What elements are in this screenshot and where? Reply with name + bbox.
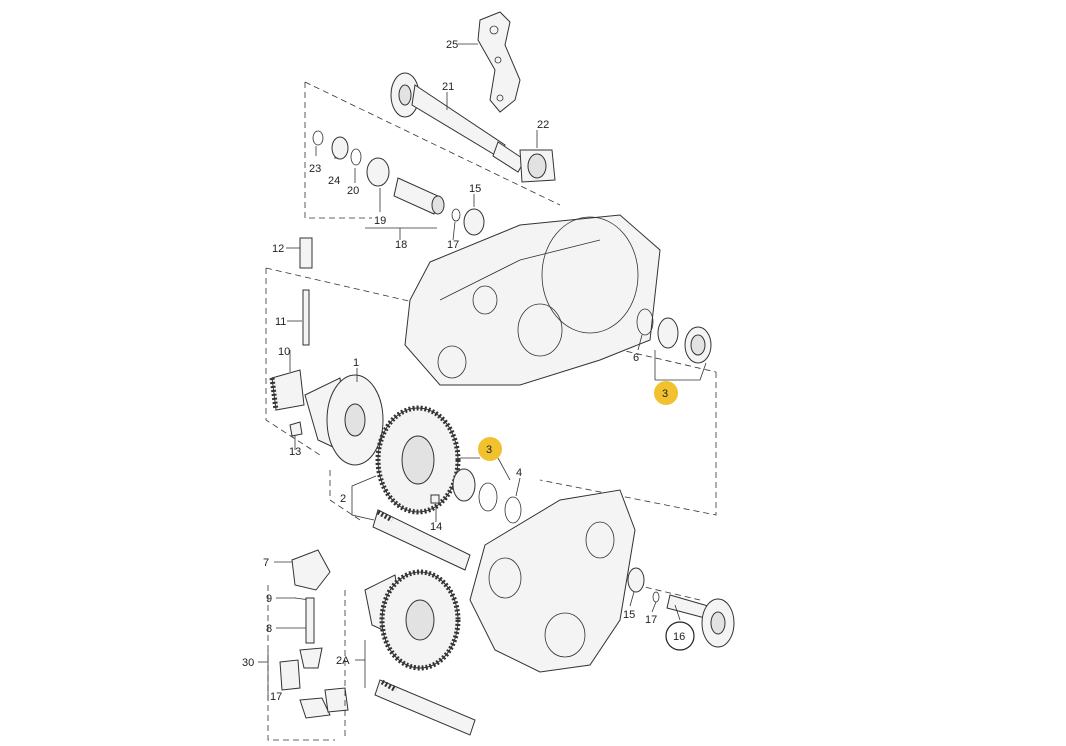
seal-part-15b	[627, 567, 645, 593]
gear-part-17b	[279, 659, 301, 691]
gear-part-30	[299, 647, 323, 669]
label-3-right: 3	[662, 388, 668, 400]
label-13: 13	[289, 446, 301, 458]
race-part-19	[366, 157, 390, 187]
race-part-3b	[478, 482, 498, 512]
label-17-lower: 17	[270, 691, 282, 703]
label-21: 21	[442, 81, 454, 93]
label-30: 30	[242, 657, 254, 669]
assembly-guide-lines	[265, 81, 717, 601]
circlip-part-17c	[652, 591, 660, 603]
label-22: 22	[537, 119, 549, 131]
ring-part-20	[350, 148, 362, 166]
pin-part-8	[305, 597, 315, 644]
differential-internals	[267, 549, 349, 741]
flange-part-22	[519, 149, 556, 183]
upper-small-parts	[312, 130, 485, 236]
label-9: 9	[266, 593, 272, 605]
label-16: 16	[673, 631, 685, 643]
circle-marker-16	[665, 621, 695, 651]
label-17-right: 17	[645, 614, 657, 626]
label-25: 25	[446, 39, 458, 51]
label-1: 1	[353, 357, 359, 369]
bearing-part-3b	[452, 468, 476, 502]
differential-part-2a	[344, 569, 476, 740]
drive-shaft-part-21	[390, 72, 526, 173]
label-23: 23	[309, 163, 321, 175]
label-15-upper: 15	[469, 183, 481, 195]
label-19: 19	[374, 215, 386, 227]
leader-lines	[258, 43, 707, 700]
label-3-center: 3	[486, 444, 492, 456]
bracket-part-25	[477, 11, 521, 113]
flange-shaft-part-16	[666, 594, 735, 648]
shim-part-4	[504, 496, 522, 524]
right-bearing-parts	[636, 308, 712, 364]
seal-part-15a	[463, 208, 485, 236]
label-2: 2	[340, 493, 346, 505]
gear-part-10	[271, 369, 305, 411]
shim-part-6	[636, 308, 654, 336]
lower-housing	[469, 489, 660, 673]
nut-part-14	[430, 494, 440, 504]
race-part-3a	[657, 317, 679, 349]
label-6: 6	[633, 352, 639, 364]
highlight-marker-3-center	[478, 437, 502, 461]
label-14: 14	[430, 521, 442, 533]
label-20: 20	[347, 185, 359, 197]
circlip-part-23	[312, 130, 324, 146]
label-2a: 2A	[336, 655, 350, 667]
transmission-housing	[404, 214, 661, 386]
shaft-part-18	[393, 177, 439, 215]
housing-part-7	[291, 549, 331, 591]
label-17-upper: 17	[447, 239, 459, 251]
bolt-part-13	[289, 421, 303, 437]
label-12: 12	[272, 243, 284, 255]
label-8: 8	[266, 623, 272, 635]
speedometer-drive-parts	[269, 237, 313, 411]
pinion-shaft-part-2	[372, 509, 471, 571]
sensor-part-12	[299, 237, 313, 269]
label-15-lower: 15	[623, 609, 635, 621]
spindle-part-11	[302, 289, 310, 346]
label-7: 7	[263, 557, 269, 569]
highlight-marker-3-right	[654, 381, 678, 405]
circlip-part-17a	[451, 208, 461, 222]
label-24: 24	[328, 175, 340, 187]
label-11: 11	[275, 316, 286, 328]
part-labels: 25 21 22 23 24 20 19 18 15 17 12 11 10 1…	[242, 39, 695, 703]
label-10: 10	[278, 346, 290, 358]
differential-part-1	[289, 374, 522, 524]
label-18: 18	[395, 239, 407, 251]
label-4: 4	[516, 467, 522, 479]
bearing-part-24	[331, 136, 349, 160]
